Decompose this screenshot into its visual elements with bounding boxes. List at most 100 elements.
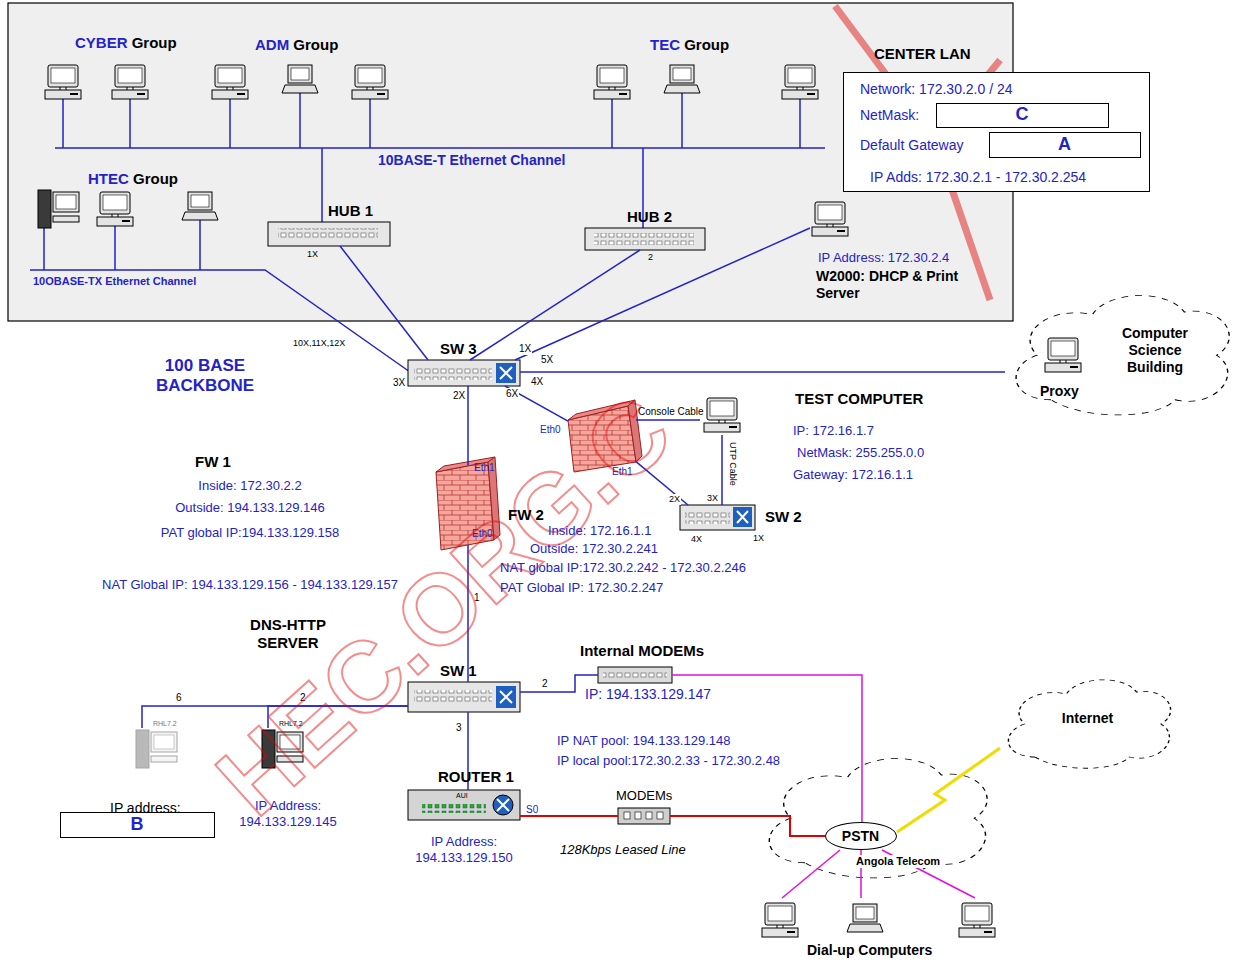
computer-icon <box>664 65 700 93</box>
switch-icon <box>685 510 730 524</box>
node-detail: NetMask: 255.255.0.0 <box>797 445 924 461</box>
lan-wire <box>30 93 825 372</box>
callout-label: 6X <box>505 388 519 400</box>
router-icon <box>493 795 513 815</box>
callout-label: 1X <box>306 249 319 260</box>
computer-icon <box>782 65 818 99</box>
switch-icon <box>733 507 752 527</box>
node-detail: IP: 194.133.129.147 <box>585 686 711 703</box>
hub-icon <box>603 670 667 680</box>
switch-icon <box>737 511 748 523</box>
switch-icon <box>408 360 520 386</box>
server-computer: IP Address: 172.30.2.4W2000: DHCP & Prin… <box>810 200 852 246</box>
network-link <box>515 228 810 360</box>
ip-address-box: B <box>60 812 215 838</box>
switch-icon <box>496 686 516 708</box>
computer-icon <box>212 65 248 99</box>
callout-label: 3X <box>706 493 719 504</box>
link-label: UTP Cable <box>727 442 738 486</box>
computer-icon <box>282 65 318 93</box>
network-link <box>505 386 568 421</box>
computer-icon <box>959 903 995 937</box>
lan-info-box: CENTER LANNetwork: 172.30.2.0 / 24NetMas… <box>843 72 1150 192</box>
link-label: Console Cable <box>638 406 704 418</box>
network-link <box>670 816 825 836</box>
switch-icon <box>500 691 512 703</box>
node-title: A <box>990 134 1139 154</box>
callout-label: Eth1 <box>474 462 495 474</box>
node-title: B <box>61 814 213 834</box>
group-name: HTEC Group <box>88 170 178 188</box>
switch-icon <box>496 363 516 383</box>
callout-label: 6 <box>176 692 182 704</box>
switch-icon <box>500 367 512 379</box>
firewall: FW 1Inside: 172.30.2.2Outside: 194.133.1… <box>435 465 495 545</box>
network-link <box>520 371 1005 373</box>
computer-icon <box>97 192 133 226</box>
router-icon <box>422 804 486 813</box>
node-detail: Inside: 172.16.1.1 <box>548 523 651 539</box>
node-detail: Angola Telecom <box>856 855 940 868</box>
network-link <box>520 815 618 817</box>
node-detail: Computer Science Building <box>1105 325 1205 375</box>
callout-label: 10OBASE-TX Ethernet Channel <box>33 275 196 288</box>
callout-label: 3X <box>392 377 406 389</box>
node-detail: Network: 172.30.2.0 / 24 <box>860 81 1013 98</box>
node-title: Dial-up Computers <box>807 942 932 959</box>
computer-icon <box>594 65 630 99</box>
hub-icon <box>278 228 378 240</box>
netmask-box: C <box>936 103 1109 128</box>
router: ROUTER 1IP Address: 194.133.129.150 <box>408 790 520 820</box>
node-detail: IP local pool:172.30.2.33 - 172.30.2.48 <box>557 753 780 769</box>
hub-icon <box>598 667 672 683</box>
node-detail: Inside: 172.30.2.2 <box>50 478 450 494</box>
firewall: FW 2Inside: 172.16.1.1Outside: 172.30.2.… <box>568 408 636 470</box>
callout-label: 2X <box>668 494 681 505</box>
callout-label: AUI <box>456 792 468 800</box>
node-title: FW 1 <box>195 453 231 471</box>
router-icon <box>497 799 509 811</box>
node-detail: NAT Global IP: 194.133.129.156 - 194.133… <box>50 577 450 593</box>
switch: SW 1 <box>408 682 520 712</box>
callout-label: S0 <box>526 804 538 816</box>
callout-label: 5X <box>540 354 554 366</box>
node-title: PSTN <box>826 828 895 845</box>
network-link <box>340 246 428 360</box>
node-title: TEST COMPUTER <box>795 390 923 408</box>
node-title: SW 2 <box>765 508 802 526</box>
network-link <box>467 386 469 465</box>
computer-icon <box>812 202 848 236</box>
node-title: Internet <box>1000 710 1175 727</box>
computer-icon <box>762 903 798 937</box>
computer-icon <box>112 65 148 99</box>
node-detail: Gateway: 172.16.1.1 <box>793 467 913 483</box>
node-title: HUB 1 <box>328 202 373 220</box>
lan-wire <box>55 93 825 228</box>
computer-icon <box>38 190 79 228</box>
router-icon <box>408 790 520 820</box>
modem-icon <box>618 808 670 824</box>
cloud-outline <box>769 759 987 878</box>
computer-icon <box>38 65 1081 937</box>
computer-icon <box>1045 338 1081 372</box>
callout-label: 2X <box>452 390 466 402</box>
server-computer: IP address:B <box>136 728 194 784</box>
node-detail: IP Address: 194.133.129.145 <box>218 798 358 829</box>
callout-label: 3 <box>456 722 462 734</box>
node-title: IP Address: 172.30.2.4 <box>818 250 949 266</box>
node-detail: Outside: 194.133.129.146 <box>50 500 450 516</box>
node-title: HUB 2 <box>627 208 672 226</box>
test-computer: TEST COMPUTERIP: 172.16.1.7NetMask: 255.… <box>700 395 745 435</box>
network-link <box>897 748 1000 832</box>
callout-label: 1X <box>518 343 532 355</box>
router-icon <box>408 790 520 820</box>
modem-icon <box>646 812 652 819</box>
callout-label: 4X <box>530 376 544 388</box>
node-detail: IP NAT pool: 194.133.129.148 <box>557 733 730 749</box>
group-name: TEC Group <box>650 36 729 54</box>
node-detail: W2000: DHCP & Print Server <box>816 268 961 302</box>
dialup-computers: Dial-up Computers <box>752 898 1007 958</box>
node-title: ROUTER 1 <box>438 768 514 786</box>
computer-icon <box>847 904 883 932</box>
internet-cloud: Internet <box>1000 672 1175 772</box>
